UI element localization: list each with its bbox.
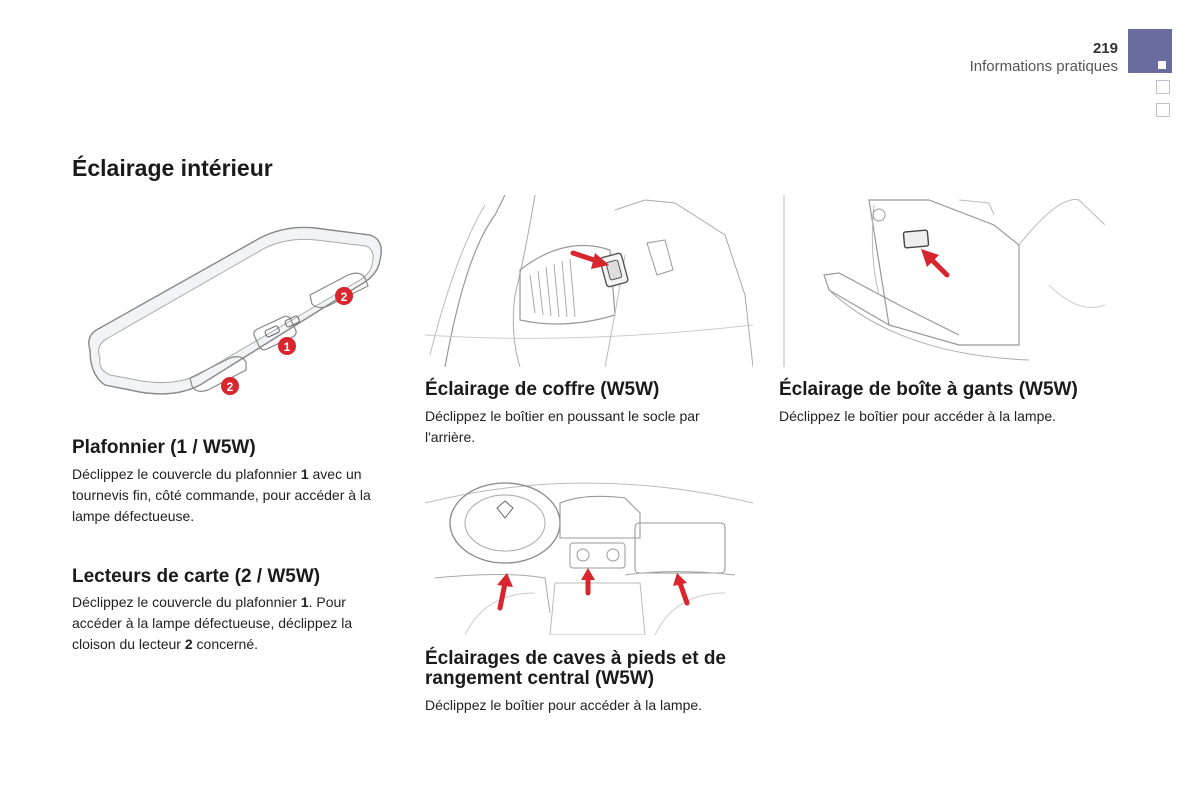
callout-2-label: 2: [341, 290, 348, 304]
boite-gants-text: Déclippez le boîtier pour accéder à la l…: [779, 408, 1057, 424]
lecteurs-heading: Lecteurs de carte (2 / W5W): [72, 566, 321, 587]
plafonnier-text: Déclippez le couvercle du plafonnier 1 a…: [72, 464, 397, 527]
lecteurs-text-part: concerné.: [192, 636, 259, 652]
caves-text: Déclippez le boîtier pour accéder à la l…: [425, 697, 703, 713]
coffre-heading: Éclairage de coffre (W5W): [425, 379, 660, 400]
page-number: 219: [1092, 40, 1118, 57]
lecteurs-text: Déclippez le couvercle du plafonnier 1. …: [72, 592, 392, 655]
plafonnier-text-part: avec un tournevis fin, côté commande, po…: [72, 466, 371, 524]
callout-2-circle: [221, 377, 239, 395]
lecteurs-ref-2: 2: [184, 636, 193, 652]
boite-gants-heading: Éclairage de boîte à gants (W5W): [779, 379, 1078, 400]
callout-2-label: 2: [227, 380, 234, 394]
dashboard-illustration: [425, 463, 753, 635]
lecteurs-text-part: Déclippez le couvercle du plafonnier: [72, 594, 301, 610]
ceiling-light-illustration: 2 1 2: [80, 220, 390, 405]
coffre-text: Déclippez le boîtier en poussant le socl…: [425, 408, 700, 445]
callout-1-circle: [278, 337, 296, 355]
glovebox-illustration: [779, 195, 1105, 367]
section-title: Informations pratiques: [969, 58, 1118, 75]
plafonnier-heading: Plafonnier (1 / W5W): [72, 437, 256, 458]
tab-box: [1156, 80, 1170, 94]
callout-1-label: 1: [284, 340, 291, 354]
caves-heading: Éclairages de caves à pieds et de rangem…: [425, 648, 727, 689]
callout-2-circle: [335, 287, 353, 305]
trunk-illustration: [425, 195, 753, 367]
lecteurs-text-part: . Pour accéder à la lampe défectueuse, d…: [72, 594, 353, 652]
tab-marker: [1158, 61, 1166, 69]
plafonnier-ref-1: 1: [300, 466, 309, 482]
lecteurs-ref-1: 1: [300, 594, 309, 610]
plafonnier-text-part: Déclippez le couvercle du plafonnier: [72, 466, 301, 482]
page-title: Éclairage intérieur: [72, 155, 273, 181]
tab-box: [1156, 103, 1170, 117]
chapter-tab: [1128, 29, 1172, 73]
